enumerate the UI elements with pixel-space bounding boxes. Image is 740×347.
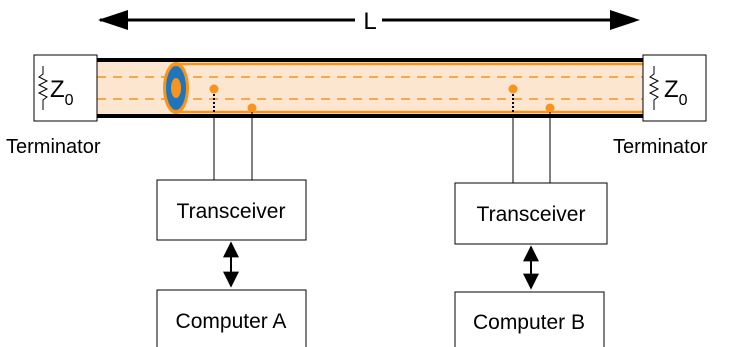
coaxial-cable — [97, 58, 643, 118]
tap-a — [209, 84, 257, 180]
computer-b: Computer B — [454, 291, 605, 347]
resistor-icon — [648, 66, 660, 110]
transceiver-a-label: Transceiver — [177, 200, 286, 223]
terminator-left-label: Terminator — [6, 136, 101, 158]
impedance-label-left: Z0 — [50, 76, 74, 109]
cable-cross-section — [163, 62, 189, 114]
transceiver-a: Transceiver — [156, 179, 307, 241]
impedance-label-right: Z0 — [664, 76, 688, 109]
length-label: L — [363, 8, 376, 35]
terminator-right-label: Terminator — [613, 136, 708, 158]
resistor-icon — [37, 66, 49, 110]
transceiver-b: Transceiver — [454, 182, 608, 245]
transceiver-b-label: Transceiver — [477, 203, 586, 226]
computer-a: Computer A — [156, 289, 307, 347]
terminator-right: Z0 Terminator — [613, 54, 708, 158]
tap-b — [508, 84, 555, 183]
computer-b-label: Computer B — [473, 311, 585, 334]
terminator-left: Z0 Terminator — [6, 54, 101, 158]
computer-a-label: Computer A — [176, 310, 287, 333]
length-dimension: L — [98, 8, 640, 35]
